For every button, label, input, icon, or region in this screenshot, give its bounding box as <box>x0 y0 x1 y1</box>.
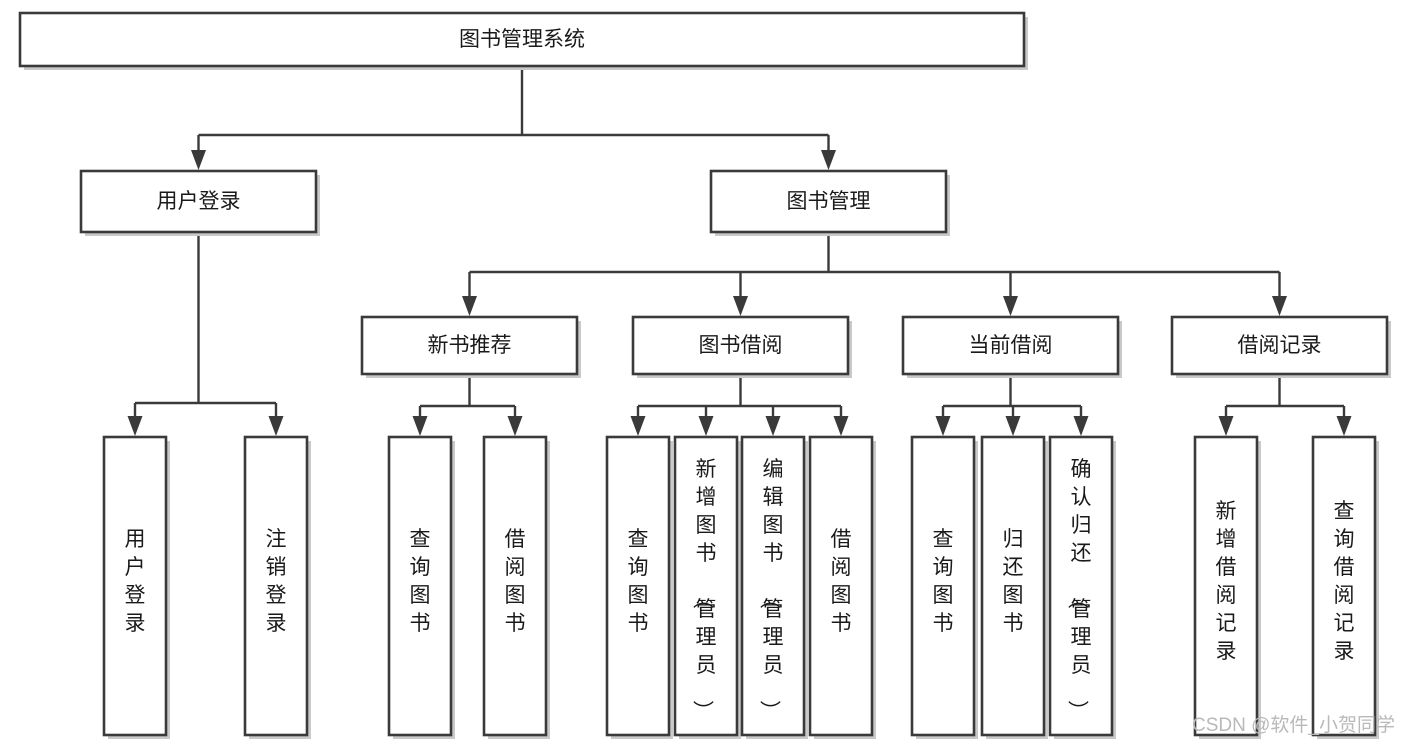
node-borrow-record[interactable]: 借阅记录 <box>1170 315 1391 378</box>
csdn-watermark: CSDN @软件_小贺同学 <box>1192 714 1395 736</box>
node-leaf-query-record[interactable]: 查询借阅记录 <box>1311 435 1379 739</box>
node-label-leaf-add-book: 新增图书（管理员） <box>691 458 717 721</box>
node-leaf-add-record[interactable]: 新增借阅记录 <box>1193 435 1261 739</box>
node-box-leaf-query-book-1[interactable] <box>387 435 453 737</box>
node-leaf-confirm-return[interactable]: 确认归还（管理员） <box>1048 435 1116 739</box>
node-book-borrow[interactable]: 图书借阅 <box>631 315 852 378</box>
node-user-login[interactable]: 用户登录 <box>79 169 320 236</box>
node-label-book-manage: 图书管理 <box>787 190 871 213</box>
nodes-layer: 图书管理系统用户登录图书管理新书推荐图书借阅当前借阅借阅记录用户登录注销登录查询… <box>18 11 1391 739</box>
node-leaf-query-book-2[interactable]: 查询图书 <box>605 435 673 739</box>
node-leaf-borrow-book-2[interactable]: 借阅图书 <box>808 435 876 739</box>
node-leaf-user-login[interactable]: 用户登录 <box>102 435 170 739</box>
node-box-leaf-query-book-2[interactable] <box>605 435 671 737</box>
node-label-leaf-query-book-1: 查询图书 <box>410 528 431 635</box>
node-box-user-login[interactable] <box>79 169 318 234</box>
node-label-leaf-logout: 注销登录 <box>266 528 287 635</box>
node-label-root: 图书管理系统 <box>459 28 585 51</box>
node-label-new-book-rec: 新书推荐 <box>428 334 512 357</box>
node-leaf-query-book-1[interactable]: 查询图书 <box>387 435 455 739</box>
edge-arrowhead-leaf-query-book-2 <box>630 416 646 436</box>
node-label-leaf-return-book: 归还图书 <box>1003 528 1024 635</box>
node-box-new-book-rec[interactable] <box>360 315 579 376</box>
node-box-leaf-add-book[interactable] <box>673 435 739 737</box>
node-box-current-borrow[interactable] <box>901 315 1120 376</box>
node-new-book-rec[interactable]: 新书推荐 <box>360 315 581 378</box>
edge-arrowhead-leaf-return-book <box>1005 416 1021 436</box>
edge-arrowhead-book-borrow <box>733 296 748 316</box>
node-box-leaf-confirm-return[interactable] <box>1048 435 1114 737</box>
node-label-current-borrow: 当前借阅 <box>969 334 1053 357</box>
edges-layer <box>127 66 1352 436</box>
node-box-leaf-borrow-book-2[interactable] <box>808 435 874 737</box>
node-leaf-logout[interactable]: 注销登录 <box>243 435 311 739</box>
edge-arrowhead-leaf-query-book-3 <box>935 416 951 436</box>
edge-arrowhead-leaf-borrow-book-2 <box>833 416 849 436</box>
node-leaf-return-book[interactable]: 归还图书 <box>980 435 1048 739</box>
node-label-leaf-user-login: 用户登录 <box>125 528 146 635</box>
node-leaf-query-book-3[interactable]: 查询图书 <box>910 435 978 739</box>
node-label-leaf-borrow-book-1: 借阅图书 <box>505 528 526 635</box>
edge-arrowhead-leaf-edit-book <box>765 416 781 436</box>
node-leaf-edit-book[interactable]: 编辑图书（管理员） <box>740 435 808 739</box>
edge-arrowhead-borrow-record <box>1272 296 1287 316</box>
edge-arrowhead-user-login <box>191 150 206 170</box>
node-box-leaf-return-book[interactable] <box>980 435 1046 737</box>
node-box-borrow-record[interactable] <box>1170 315 1389 376</box>
node-box-leaf-borrow-book-1[interactable] <box>482 435 548 737</box>
node-label-borrow-record: 借阅记录 <box>1238 334 1322 357</box>
edge-arrowhead-leaf-query-record <box>1336 416 1352 436</box>
node-box-leaf-edit-book[interactable] <box>740 435 806 737</box>
node-box-book-borrow[interactable] <box>631 315 850 376</box>
edge-arrowhead-new-book-rec <box>462 296 477 316</box>
edge-arrowhead-leaf-borrow-book-1 <box>507 416 523 436</box>
node-current-borrow[interactable]: 当前借阅 <box>901 315 1122 378</box>
edge-arrowhead-leaf-confirm-return <box>1073 416 1089 436</box>
edge-arrowhead-leaf-user-login <box>127 416 143 436</box>
edge-arrowhead-leaf-add-record <box>1218 416 1234 436</box>
node-box-book-manage[interactable] <box>709 169 948 234</box>
node-label-leaf-borrow-book-2: 借阅图书 <box>831 528 852 635</box>
edge-arrowhead-leaf-query-book-1 <box>412 416 428 436</box>
node-label-leaf-query-book-2: 查询图书 <box>628 528 649 635</box>
edge-arrowhead-leaf-logout <box>268 416 284 436</box>
node-label-user-login: 用户登录 <box>157 190 241 213</box>
node-label-leaf-query-book-3: 查询图书 <box>933 528 954 635</box>
node-box-leaf-query-record[interactable] <box>1311 435 1377 737</box>
node-box-leaf-user-login[interactable] <box>102 435 168 737</box>
edge-arrowhead-book-manage <box>821 150 836 170</box>
node-box-root[interactable] <box>18 11 1026 68</box>
node-label-leaf-edit-book: 编辑图书（管理员） <box>758 458 784 721</box>
node-box-leaf-add-record[interactable] <box>1193 435 1259 737</box>
node-label-book-borrow: 图书借阅 <box>699 334 783 357</box>
node-book-manage[interactable]: 图书管理 <box>709 169 950 236</box>
edge-arrowhead-leaf-add-book <box>698 416 714 436</box>
edge-arrowhead-current-borrow <box>1003 296 1018 316</box>
node-label-leaf-query-record: 查询借阅记录 <box>1334 500 1355 663</box>
node-label-leaf-confirm-return: 确认归还（管理员） <box>1066 458 1092 721</box>
node-leaf-add-book[interactable]: 新增图书（管理员） <box>673 435 741 739</box>
node-leaf-borrow-book-1[interactable]: 借阅图书 <box>482 435 550 739</box>
node-root[interactable]: 图书管理系统 <box>18 11 1028 70</box>
node-box-leaf-logout[interactable] <box>243 435 309 737</box>
node-box-leaf-query-book-3[interactable] <box>910 435 976 737</box>
node-label-leaf-add-record: 新增借阅记录 <box>1216 500 1237 663</box>
